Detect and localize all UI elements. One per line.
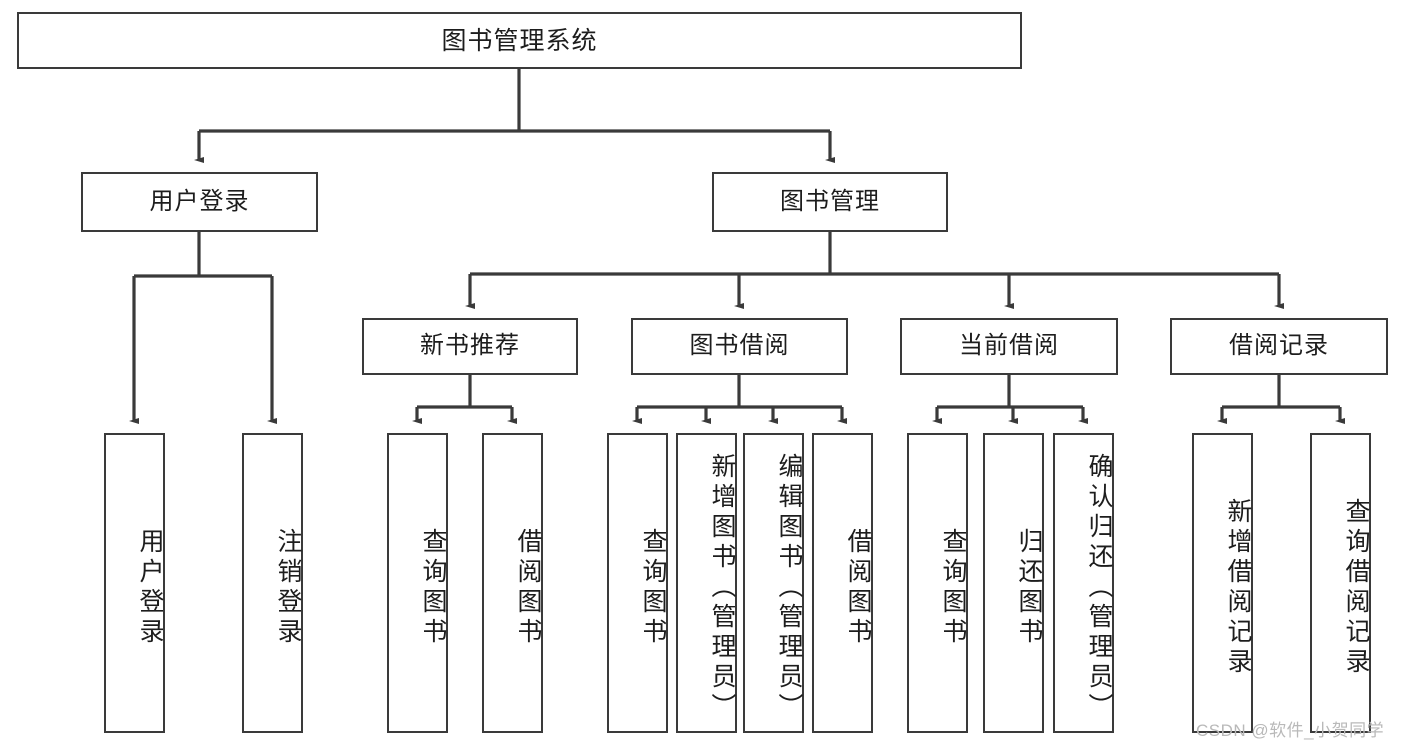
node-leaf-query-borrow-record[interactable]: 查询借阅记录: [1310, 433, 1371, 733]
node-leaf-user-login[interactable]: 用户登录: [104, 433, 165, 733]
node-leaf-confirm-return-admin[interactable]: 确认归还（管理员）: [1053, 433, 1114, 733]
node-leaf-return-book[interactable]: 归还图书: [983, 433, 1044, 733]
node-new-book-recommend[interactable]: 新书推荐: [362, 318, 578, 375]
node-leaf-query-book-2[interactable]: 查询图书: [607, 433, 668, 733]
node-book-borrow[interactable]: 图书借阅: [631, 318, 848, 375]
node-leaf-add-book-admin[interactable]: 新增图书（管理员）: [676, 433, 737, 733]
node-leaf-add-borrow-record[interactable]: 新增借阅记录: [1192, 433, 1253, 733]
node-leaf-borrow-book-1[interactable]: 借阅图书: [482, 433, 543, 733]
node-leaf-logout-login[interactable]: 注销登录: [242, 433, 303, 733]
node-leaf-borrow-book-2[interactable]: 借阅图书: [812, 433, 873, 733]
node-book-management[interactable]: 图书管理: [712, 172, 948, 232]
node-leaf-edit-book-admin[interactable]: 编辑图书（管理员）: [743, 433, 804, 733]
node-borrow-record[interactable]: 借阅记录: [1170, 318, 1388, 375]
node-root-system[interactable]: 图书管理系统: [17, 12, 1022, 69]
node-user-login[interactable]: 用户登录: [81, 172, 318, 232]
csdn-watermark: CSDN @软件_小贺同学: [1196, 721, 1385, 740]
node-leaf-query-book-3[interactable]: 查询图书: [907, 433, 968, 733]
node-current-borrow[interactable]: 当前借阅: [900, 318, 1118, 375]
node-leaf-query-book-1[interactable]: 查询图书: [387, 433, 448, 733]
